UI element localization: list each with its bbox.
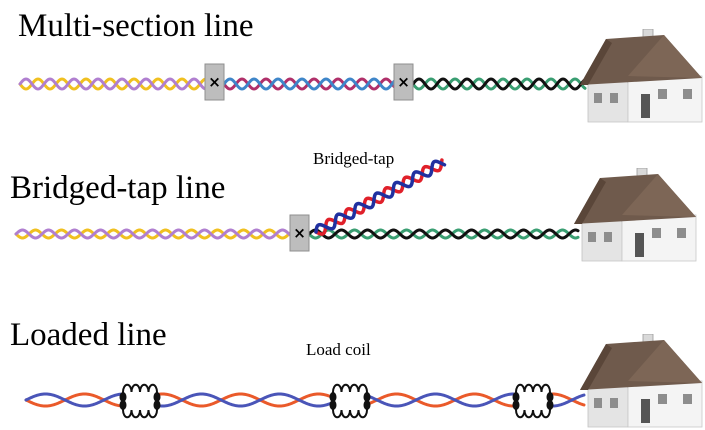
load-coils [119, 381, 554, 421]
bridged-tap-branch [314, 158, 447, 236]
loaded-strand [24, 392, 586, 408]
segment-1-strand [14, 228, 292, 240]
bridged-tap-label: Bridged-tap [313, 149, 394, 168]
house-icon [573, 168, 697, 262]
segment-1-strand [18, 77, 207, 91]
bridged-tap-line: Bridged-tap line Bridged-tap × [10, 149, 697, 262]
junction-mark: × [208, 73, 221, 91]
load-coil-label: Load coil [306, 340, 371, 359]
house-icon [579, 29, 703, 123]
load-coil-icon [329, 381, 371, 421]
multi-section-line: Multi-section line × × [18, 8, 703, 123]
house-icon [579, 334, 703, 428]
load-coil-icon [119, 381, 161, 421]
segment-2-strand [222, 77, 396, 91]
segment-2-strand [307, 228, 580, 240]
multi-section-wire-pair [18, 77, 587, 91]
loaded-strand [24, 392, 586, 408]
junction-box: × [289, 214, 310, 252]
loaded-line: Loaded line Load coil [10, 317, 703, 428]
load-coil-icon [512, 381, 554, 421]
junction-box: × [204, 63, 225, 101]
segment-1-strand [18, 77, 207, 91]
bridged-tap-line-title: Bridged-tap line [10, 170, 225, 206]
loaded-wire-pair [24, 392, 586, 408]
multi-section-line-title: Multi-section line [18, 8, 254, 44]
tap-strand [314, 159, 447, 234]
bridged-tap-wire-pair [14, 228, 580, 240]
loaded-line-title: Loaded line [10, 317, 167, 353]
segment-1-strand [14, 228, 292, 240]
segment-2-strand [222, 77, 396, 91]
junction-box: × [393, 63, 414, 101]
segment-3-strand [411, 77, 587, 91]
junction-mark: × [397, 73, 410, 91]
segment-2-strand [307, 228, 580, 240]
junction-mark: × [293, 224, 306, 242]
